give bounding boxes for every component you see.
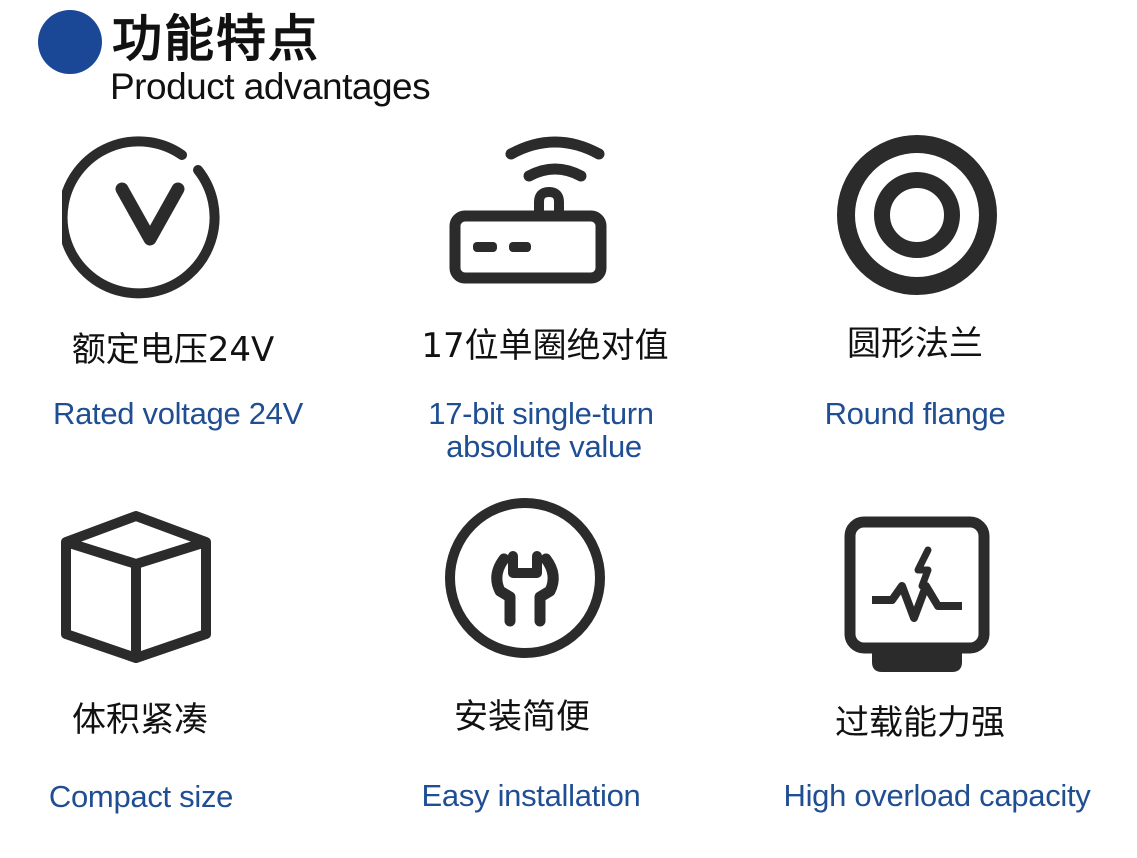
- overload-monitor-icon: [844, 516, 990, 672]
- cube-icon: [61, 511, 211, 663]
- feature-4-title-en: Compact size: [48, 779, 234, 814]
- feature-5-title-cn: 安装简便: [454, 697, 590, 737]
- round-flange-icon: [837, 135, 997, 295]
- feature-2-title-cn: 17位单圈绝对值: [421, 326, 669, 366]
- feature-4-title-cn: 体积紧凑: [72, 700, 208, 740]
- wrench-icon: [445, 498, 605, 658]
- title-bullet-dot: [38, 10, 102, 74]
- page-title-cn: 功能特点: [112, 10, 320, 68]
- feature-6-title-cn: 过载能力强: [835, 703, 1005, 743]
- wireless-router-icon: [449, 136, 607, 284]
- feature-3-title-en: Round flange: [824, 396, 1006, 431]
- feature-3-title-cn: 圆形法兰: [847, 324, 983, 364]
- feature-6-title-en: High overload capacity: [783, 778, 1091, 813]
- feature-5-title-en: Easy installation: [421, 778, 641, 813]
- feature-1-title-cn: 额定电压24V: [71, 330, 275, 370]
- voltage-v-icon: [62, 136, 220, 299]
- feature-2-title-en-line1: 17-bit single-turn: [428, 396, 654, 431]
- feature-1-title-en: Rated voltage 24V: [53, 396, 303, 431]
- feature-2-title-en-line2: absolute value: [446, 429, 642, 464]
- page-title-en: Product advantages: [110, 66, 431, 107]
